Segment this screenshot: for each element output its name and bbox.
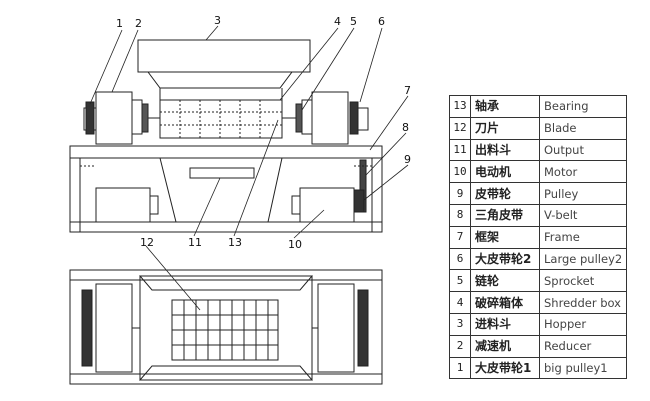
callout-9: 9 bbox=[404, 153, 411, 166]
callout-2: 2 bbox=[135, 17, 142, 30]
part-name-en: V-belt bbox=[538, 203, 628, 227]
part-name-en: Shredder box bbox=[538, 291, 628, 314]
part-number: 6 bbox=[449, 247, 471, 271]
part-number: 8 bbox=[449, 203, 471, 227]
part-name-en: Sprocket bbox=[538, 269, 628, 293]
callout-13: 13 bbox=[228, 236, 242, 249]
part-number: 5 bbox=[449, 269, 471, 293]
part-number: 11 bbox=[449, 138, 471, 162]
part-number: 13 bbox=[449, 95, 471, 118]
part-name-cn: 大皮带轮2 bbox=[470, 247, 540, 271]
sprocket-right bbox=[295, 103, 303, 133]
part-name-en: big pulley1 bbox=[538, 356, 628, 380]
part-name-en: Output bbox=[538, 138, 628, 162]
front-view bbox=[69, 39, 383, 233]
part-number: 9 bbox=[449, 182, 471, 205]
frame bbox=[69, 145, 383, 159]
top-view bbox=[69, 269, 383, 385]
part-name-en: Hopper bbox=[538, 312, 628, 336]
big-pulley-1 bbox=[85, 101, 95, 135]
top-frame bbox=[69, 269, 383, 385]
callout-7: 7 bbox=[404, 84, 411, 97]
large-pulley-2 bbox=[349, 101, 359, 135]
part-name-cn: 三角皮带 bbox=[470, 203, 540, 227]
leader-lines bbox=[89, 25, 409, 311]
part-name-cn: 轴承 bbox=[470, 95, 540, 118]
part-name-en: Pulley bbox=[538, 182, 628, 205]
part-number: 12 bbox=[449, 116, 471, 140]
part-number: 3 bbox=[449, 312, 471, 336]
part-name-en: Motor bbox=[538, 160, 628, 184]
part-name-cn: 大皮带轮1 bbox=[470, 356, 540, 380]
hopper bbox=[137, 39, 311, 89]
part-number: 1 bbox=[449, 356, 471, 380]
callout-11: 11 bbox=[188, 236, 202, 249]
part-number: 2 bbox=[449, 334, 471, 358]
reducer bbox=[95, 91, 133, 145]
part-name-en: Frame bbox=[538, 225, 628, 249]
part-name-cn: 电动机 bbox=[470, 160, 540, 184]
callout-1: 1 bbox=[116, 17, 123, 30]
shredder-box bbox=[159, 99, 283, 139]
pulley bbox=[353, 189, 365, 213]
part-name-en: Bearing bbox=[538, 95, 628, 118]
callout-6: 6 bbox=[378, 15, 385, 28]
part-name-en: Large pulley2 bbox=[538, 247, 628, 271]
part-name-en: Reducer bbox=[538, 334, 628, 358]
part-name-cn: 链轮 bbox=[470, 269, 540, 293]
motor-left bbox=[95, 187, 151, 223]
shredder-box-grid bbox=[160, 100, 282, 138]
part-name-cn: 破碎箱体 bbox=[470, 291, 540, 314]
sprocket-left bbox=[141, 103, 149, 133]
motor-right bbox=[299, 187, 355, 223]
callout-4: 4 bbox=[334, 15, 341, 28]
part-name-cn: 出料斗 bbox=[470, 138, 540, 162]
part-number: 10 bbox=[449, 160, 471, 184]
part-name-cn: 减速机 bbox=[470, 334, 540, 358]
callout-5: 5 bbox=[350, 15, 357, 28]
output-chute bbox=[159, 157, 283, 223]
part-name-en: Blade bbox=[538, 116, 628, 140]
blades bbox=[172, 300, 278, 360]
callout-12: 12 bbox=[140, 236, 154, 249]
part-name-cn: 刀片 bbox=[470, 116, 540, 140]
part-number: 4 bbox=[449, 291, 471, 314]
callout-3: 3 bbox=[214, 14, 221, 27]
part-name-cn: 进料斗 bbox=[470, 312, 540, 336]
part-number: 7 bbox=[449, 225, 471, 249]
callout-8: 8 bbox=[402, 121, 409, 134]
part-name-cn: 皮带轮 bbox=[470, 182, 540, 205]
callout-10: 10 bbox=[288, 238, 302, 251]
part-name-cn: 框架 bbox=[470, 225, 540, 249]
shredder-drawing: 1 2 3 4 5 6 7 8 9 10 11 12 13 bbox=[69, 14, 411, 385]
